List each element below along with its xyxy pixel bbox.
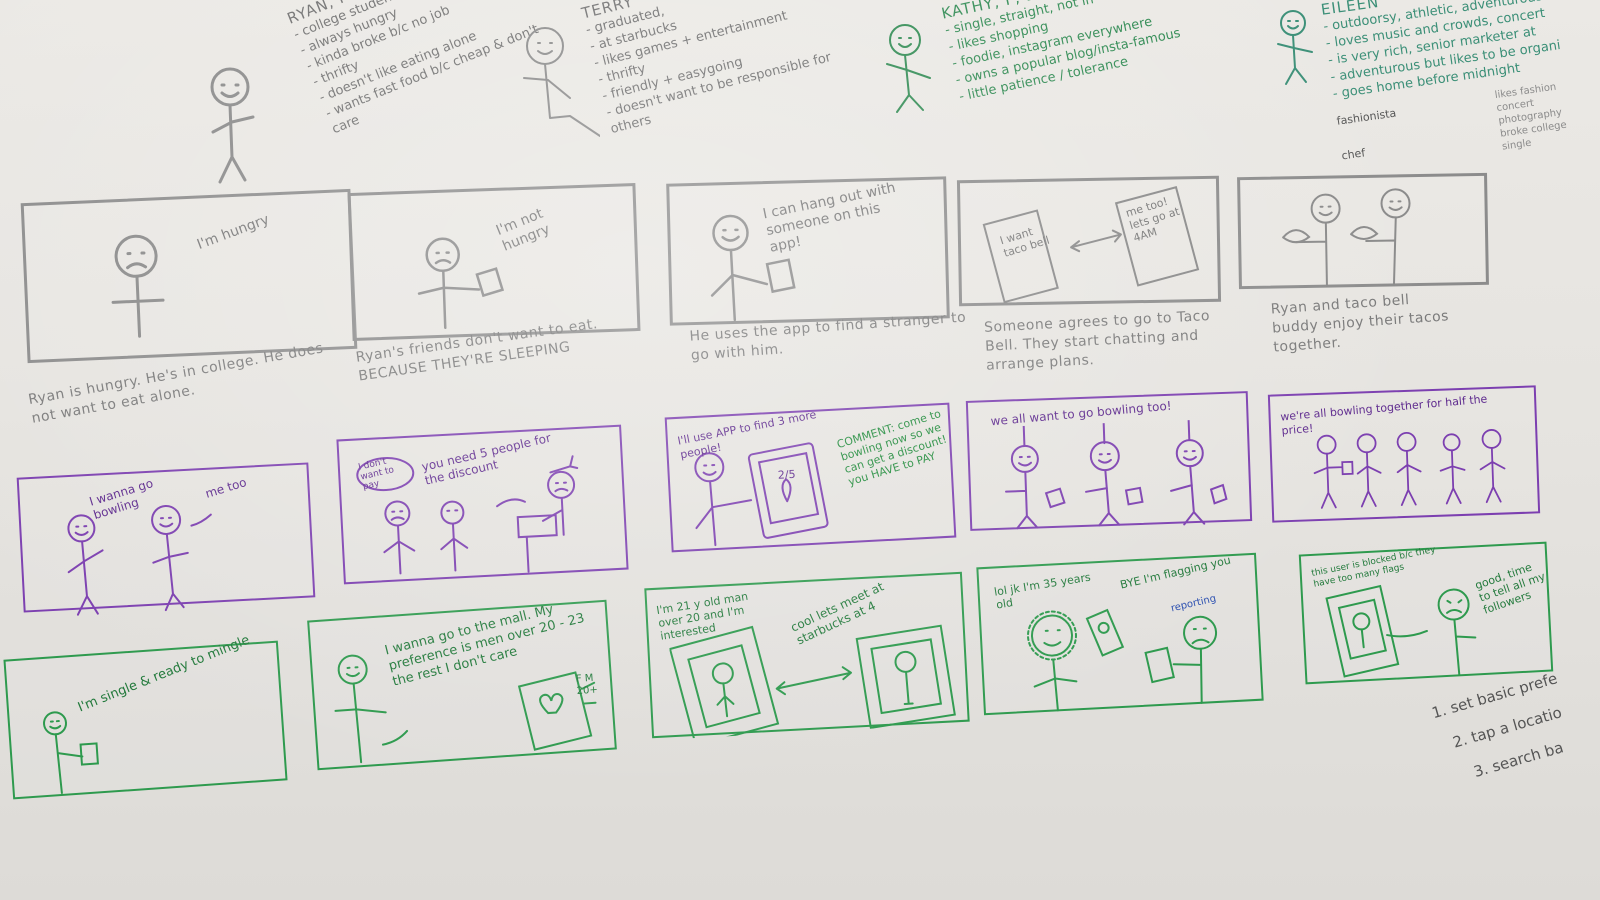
story-panel-7: I don't want to pay you need 5 people fo… <box>336 424 629 585</box>
story-panel-13: I'm 21 y old man over 20 and I'm interes… <box>644 571 970 740</box>
story-panel-2: I'm not hungry <box>347 183 641 341</box>
story-panel-3: I can hang out with someone on this app! <box>666 176 950 326</box>
stick-figures-at-counter <box>356 455 579 575</box>
story-panel-1: I'm hungry <box>20 188 358 364</box>
happy-stick-figure-with-phone <box>710 214 796 322</box>
stick-figure-with-app-phone <box>694 442 829 547</box>
sad-stick-figure <box>111 234 165 338</box>
persona-eileen-stick-figure <box>1277 10 1313 85</box>
two-phones-chatting <box>982 185 1200 304</box>
blocked-user-screen <box>1325 584 1477 678</box>
story-panel-9: we all want to go bowling too! <box>965 391 1253 531</box>
stick-figure-and-preference-screen <box>334 654 597 764</box>
comment-annotation: COMMENT: come to bowling now so we can g… <box>835 407 949 489</box>
panel-caption: Someone agrees to go to Taco Bell. They … <box>983 308 1211 374</box>
story-panel-11: I'm single & ready to mingle <box>3 633 288 800</box>
speech-bubble: I'm single & ready to mingle <box>75 632 252 716</box>
preference-screen-text: F M 20+ <box>575 672 599 697</box>
two-stick-figures-eating-tacos <box>1282 188 1411 288</box>
persona-ryan-stick-figure <box>210 67 255 184</box>
persona-kathy: KATHY, F, 21 single, straight, not in li… <box>940 0 1235 106</box>
panel-caption: Ryan and taco bell buddy enjoy their tac… <box>1270 291 1450 356</box>
story-panel-6: I wanna go bowling me too <box>16 462 316 616</box>
speech-bubble: I'm hungry <box>194 211 272 254</box>
two-phone-profiles <box>668 624 956 740</box>
story-panel-4: I want taco bell me too! lets go at 4AM <box>956 175 1222 307</box>
stick-figure-with-phone <box>43 711 99 795</box>
persona-terry-stick-figure <box>523 27 600 137</box>
margin-scribbles: likes fashion concert photography broke … <box>1494 81 1568 153</box>
story-panel-5 <box>1237 172 1489 290</box>
persona-terry: TERRY graduated, at starbucks likes game… <box>580 0 865 138</box>
story-panel-10: we're all bowling together for half the … <box>1267 385 1541 523</box>
speech-bubble: BYE I'm flagging you <box>1118 553 1232 592</box>
sad-stick-figure-with-phone <box>417 237 505 329</box>
speech-bubble: me too <box>203 475 249 501</box>
story-panel-15: this user is blocked b/c they have too m… <box>1298 541 1554 685</box>
speech-bubble: I can hang out with someone on this app! <box>761 179 897 256</box>
five-stick-figures-bowling <box>1313 429 1506 509</box>
story-panel-12: I wanna go to the mall. My preference is… <box>307 599 617 771</box>
two-stick-figures <box>67 504 212 616</box>
phone-screen-count: 2/5 <box>777 467 796 482</box>
speech-bubble: I'm not hungry <box>493 205 553 255</box>
notes-steps: 1. set basic prefe 2. tap a locatio 3. s… <box>1418 662 1580 799</box>
catfish-reveal-figures <box>1026 608 1218 712</box>
three-stick-figures-bowling <box>1005 419 1228 530</box>
persona-kathy-stick-figure <box>886 24 931 113</box>
story-panel-14: lol jk I'm 35 years old BYE I'm flagging… <box>976 552 1264 716</box>
story-panel-8: I'll use APP to find 3 more people! 2/5 … <box>664 402 957 553</box>
